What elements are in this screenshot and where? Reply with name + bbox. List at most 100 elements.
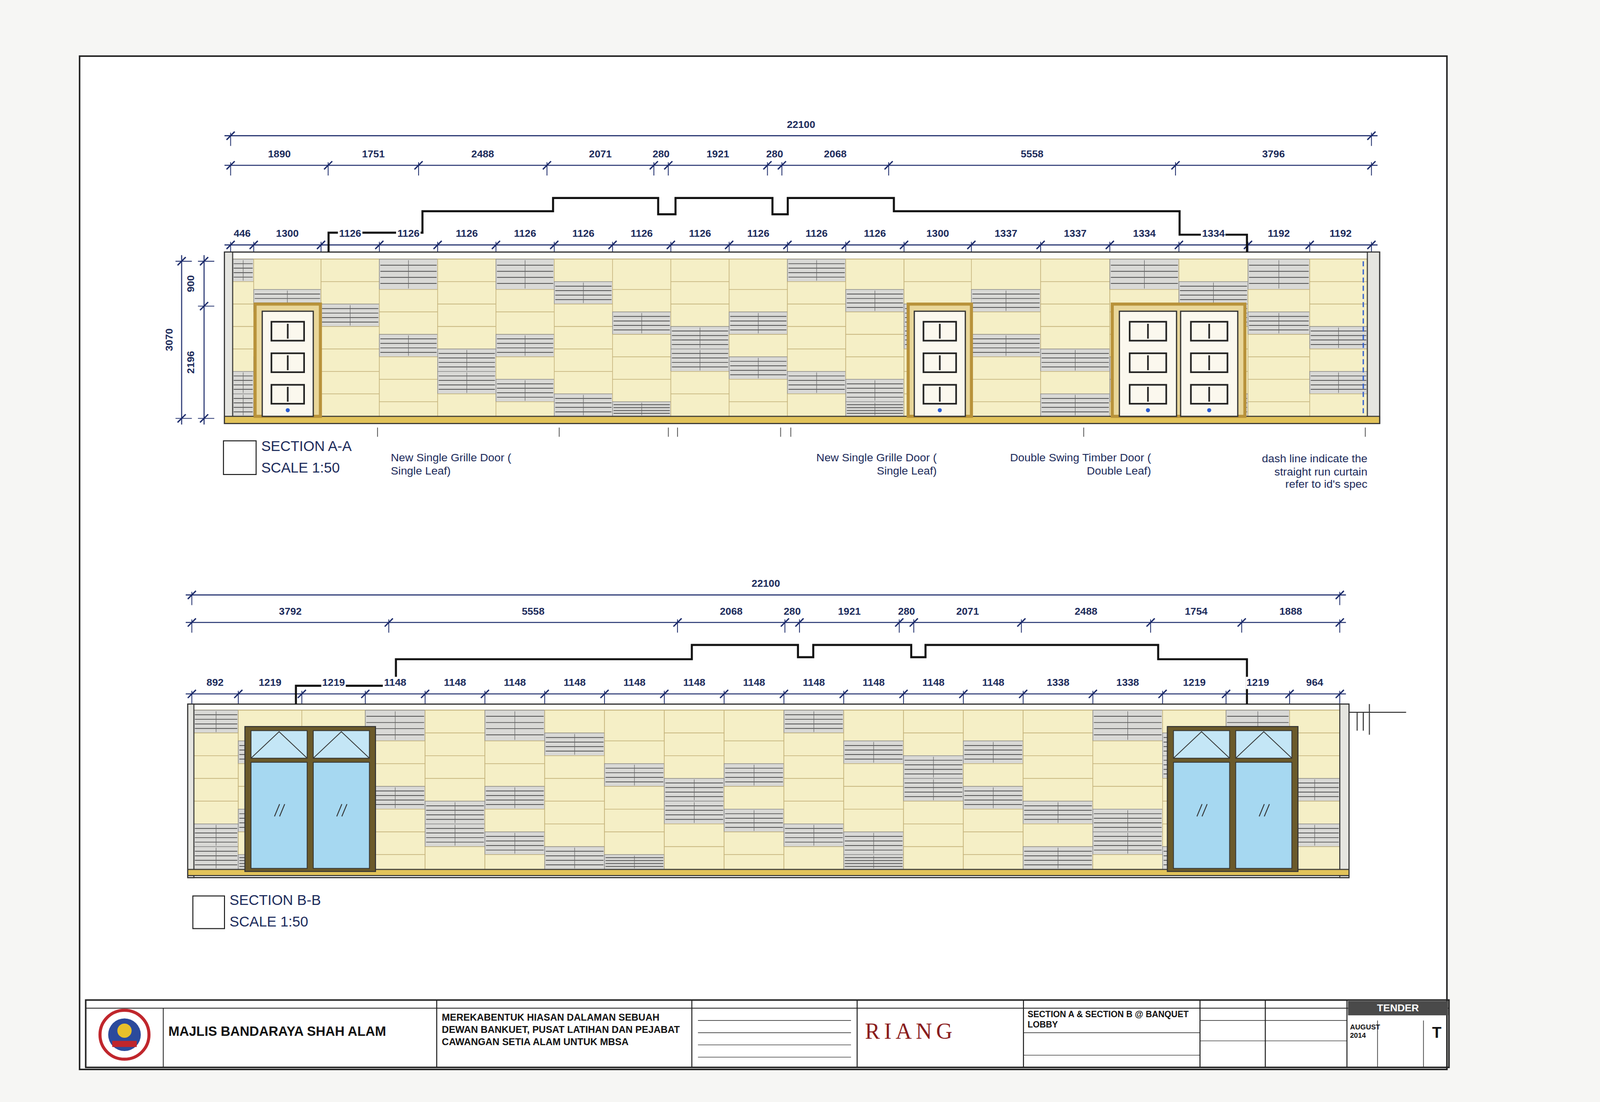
wall-outline: [187, 703, 1350, 878]
transom-mark: [1173, 731, 1230, 759]
extension-line: [544, 690, 546, 704]
extension-line: [175, 260, 192, 262]
dimension-text: 1334: [1131, 227, 1157, 240]
cell-text: TENDER: [1350, 1001, 1447, 1014]
slat-joint: [757, 357, 759, 379]
leader-line: [668, 427, 670, 437]
grille-pattern: [1129, 353, 1167, 373]
grille-pattern: [1190, 384, 1228, 404]
wall-panel: [1309, 281, 1368, 305]
grille-pattern: [923, 384, 957, 404]
wall-panel: [425, 846, 485, 870]
dimension-text: 446: [232, 227, 252, 240]
wall-panel: [379, 311, 438, 335]
wall-panel: [554, 349, 613, 372]
dimension-text: 900: [184, 274, 197, 294]
slat-joint: [408, 260, 409, 289]
title-rule: [1200, 1040, 1266, 1042]
dimension-text: 1126: [512, 227, 537, 240]
dimension-text: 1126: [862, 227, 887, 240]
slat-panel: [604, 763, 665, 787]
wall-panel: [604, 786, 665, 809]
transom-glass: [1173, 730, 1230, 758]
slat-joint: [873, 832, 875, 854]
wall-panel: [1248, 401, 1310, 417]
extension-line: [799, 619, 800, 633]
wall-panel: [544, 710, 605, 733]
grille-pattern: [923, 321, 957, 341]
slat-panel: [903, 778, 964, 801]
dimension-text: 1334: [1200, 227, 1226, 240]
slat-panel: [1178, 281, 1249, 305]
title-frame: [85, 1000, 1450, 1068]
leader-line: [376, 427, 378, 437]
grille-pattern: [1208, 386, 1210, 402]
grille-pattern: [1208, 355, 1210, 371]
wall-panel: [664, 755, 725, 779]
wall-panel: [971, 356, 1041, 380]
slat-joint: [1127, 832, 1128, 854]
wall-panel: [604, 740, 665, 764]
slat-panel: [671, 349, 730, 372]
extension-line: [418, 162, 420, 176]
transom-mark: [313, 731, 370, 759]
leader-line: [558, 427, 560, 437]
wall-panel: [1023, 732, 1093, 756]
slat-panel: [1092, 710, 1163, 742]
wall-panel: [845, 334, 904, 357]
wall-panel: [1023, 755, 1093, 779]
slat-panel: [1248, 259, 1310, 290]
slat-panel: [496, 259, 555, 290]
dimension-line: [185, 693, 1347, 695]
dimension-text: 2071: [955, 605, 980, 618]
logo-star: [117, 1023, 132, 1038]
slat-joint: [933, 756, 934, 778]
dimension-text: 1148: [981, 676, 1006, 689]
slat-panel: [194, 710, 239, 733]
extension-line: [1092, 690, 1094, 704]
glass-mark: [1197, 803, 1202, 817]
slat-joint: [1144, 260, 1145, 289]
wall-panel: [232, 326, 254, 350]
slat-panel: [194, 824, 239, 847]
slat-panel: [971, 334, 1041, 357]
transom-glass: [250, 730, 307, 758]
dimension-text: 5558: [520, 605, 546, 618]
slat-panel: [787, 259, 846, 282]
callout-note: New Single Grille Door ( Single Leaf): [390, 450, 534, 477]
dimension-text: 1148: [622, 676, 647, 689]
slat-joint: [873, 742, 875, 763]
slat-joint: [583, 282, 584, 304]
dimension-text: 1126: [746, 227, 771, 240]
dimension-text: 3792: [277, 605, 303, 618]
extension-line: [198, 305, 215, 307]
wall-panel: [604, 710, 665, 742]
glass-mark: [336, 803, 342, 817]
wall-panel: [903, 710, 964, 733]
extension-line: [676, 619, 678, 633]
wall-panel: [1248, 334, 1310, 357]
extension-line: [1241, 619, 1243, 633]
wall-panel: [484, 763, 545, 787]
wall-panel: [604, 809, 665, 832]
slat-joint: [350, 304, 351, 326]
dimension-text: 1148: [443, 676, 468, 689]
extension-line: [424, 690, 426, 704]
dimension-text: 1754: [1183, 605, 1209, 618]
slat-panel: [903, 755, 964, 779]
title-rule: [1199, 1000, 1201, 1068]
wall-panel: [845, 356, 904, 380]
slat-joint: [699, 350, 700, 371]
slat-panel: [379, 334, 438, 357]
wall-end: [187, 703, 194, 878]
callout-note: New Single Grille Door ( Single Leaf): [805, 450, 937, 477]
slat-panel: [612, 401, 672, 417]
dimension-text: 280: [651, 148, 671, 160]
wall-panel: [612, 334, 672, 357]
wall-panel: [612, 356, 672, 380]
wall-panel: [612, 289, 672, 313]
slat-joint: [816, 260, 817, 281]
slat-joint: [1075, 395, 1076, 416]
dimension-text: 1126: [629, 227, 654, 240]
slat-joint: [1278, 312, 1279, 334]
